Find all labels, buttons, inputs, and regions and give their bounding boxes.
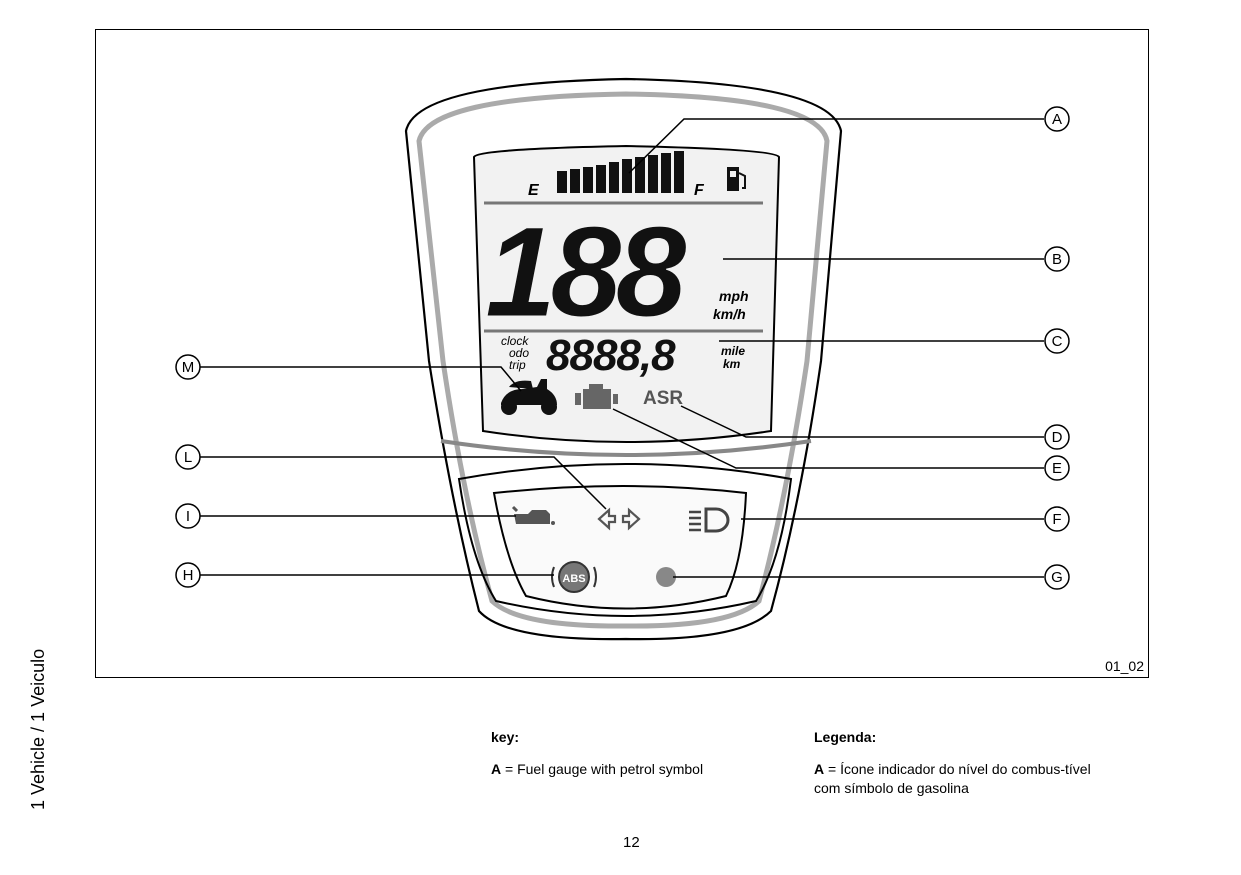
page-number: 12 <box>623 834 640 851</box>
odo-mode-clock: clock <box>501 334 529 348</box>
legend-title: Legenda: <box>814 729 877 745</box>
callout-leaders <box>200 118 1044 578</box>
callout-m: M <box>175 354 201 380</box>
odo-unit-km: km <box>723 357 741 371</box>
legend-text: Ícone indicador do nível do combus-tível… <box>814 761 1091 796</box>
legend-separator: = <box>824 761 841 777</box>
fuel-full-label: F <box>694 182 705 199</box>
legend-text: Fuel gauge with petrol symbol <box>517 761 704 777</box>
odo-unit-mile: mile <box>721 344 745 358</box>
callout-i: I <box>175 503 201 529</box>
warning-panel-inner <box>492 485 748 610</box>
callout-c: C <box>1044 328 1070 354</box>
callout-a: A <box>1044 106 1070 132</box>
fuel-gauge-bars <box>557 151 684 193</box>
fuel-pump-icon <box>727 167 746 191</box>
legend-letter: A <box>814 761 825 777</box>
callout-markers: A B C D E F G H I L M <box>175 106 1070 590</box>
fuel-empty-label: E <box>528 182 540 199</box>
svg-text:F: F <box>1052 511 1061 528</box>
side-header: 1 Vehicle / 1 Veiculo <box>28 648 48 810</box>
scooter-icon <box>501 379 557 415</box>
legend-title: key: <box>491 729 520 745</box>
warning-panel-outer <box>457 463 793 617</box>
speed-unit-kmh: km/h <box>713 306 746 322</box>
legend-separator: = <box>501 761 518 777</box>
callout-l: L <box>175 444 201 470</box>
cluster-outer-casing <box>404 77 843 641</box>
svg-text:I: I <box>186 508 190 525</box>
lcd-bottom-edge <box>440 439 812 457</box>
asr-indicator: ASR <box>643 388 683 409</box>
turn-signal-icon <box>597 507 641 531</box>
svg-text:A: A <box>1052 111 1062 128</box>
callout-b: B <box>1044 246 1070 272</box>
legend-item: A = Fuel gauge with petrol symbol <box>491 760 791 779</box>
svg-text:M: M <box>182 359 195 376</box>
svg-text:H: H <box>183 567 194 584</box>
callout-g: G <box>1044 564 1070 590</box>
lcd-screen <box>472 144 781 443</box>
svg-text:B: B <box>1052 251 1062 268</box>
legend-portuguese: Legenda: A = Ícone indicador do nível do… <box>814 728 1114 798</box>
engine-check-icon <box>575 384 618 409</box>
callout-e: E <box>1044 455 1070 481</box>
svg-text:E: E <box>1052 460 1062 477</box>
callout-h: H <box>175 562 201 588</box>
callout-d: D <box>1044 424 1070 450</box>
svg-text:G: G <box>1051 569 1063 586</box>
speed-unit-mph: mph <box>719 288 749 304</box>
legend-english: key: A = Fuel gauge with petrol symbol <box>491 728 791 779</box>
speed-readout: 188 <box>485 201 686 344</box>
instrument-cluster-drawing: E F 188 mph km/h clock odo trip 888 <box>175 77 1070 641</box>
legend-letter: A <box>491 761 502 777</box>
oil-pressure-icon <box>511 505 555 525</box>
high-beam-icon <box>689 507 730 533</box>
odo-mode-odo: odo <box>509 346 529 360</box>
figure-id: 01_02 <box>1105 658 1144 674</box>
odo-mode-trip: trip <box>509 358 526 372</box>
abs-label: ABS <box>562 573 585 585</box>
callout-f: F <box>1044 506 1070 532</box>
svg-text:C: C <box>1052 333 1063 350</box>
odometer-readout: 8888,8 <box>546 331 676 380</box>
svg-text:D: D <box>1052 429 1063 446</box>
abs-warning-icon: ABS <box>551 561 597 593</box>
legend-item: A = Ícone indicador do nível do combus-t… <box>814 760 1109 798</box>
svg-text:L: L <box>184 449 192 466</box>
neutral-indicator-icon <box>656 567 676 587</box>
instrument-figure: E F 188 mph km/h clock odo trip 888 <box>95 29 1149 678</box>
